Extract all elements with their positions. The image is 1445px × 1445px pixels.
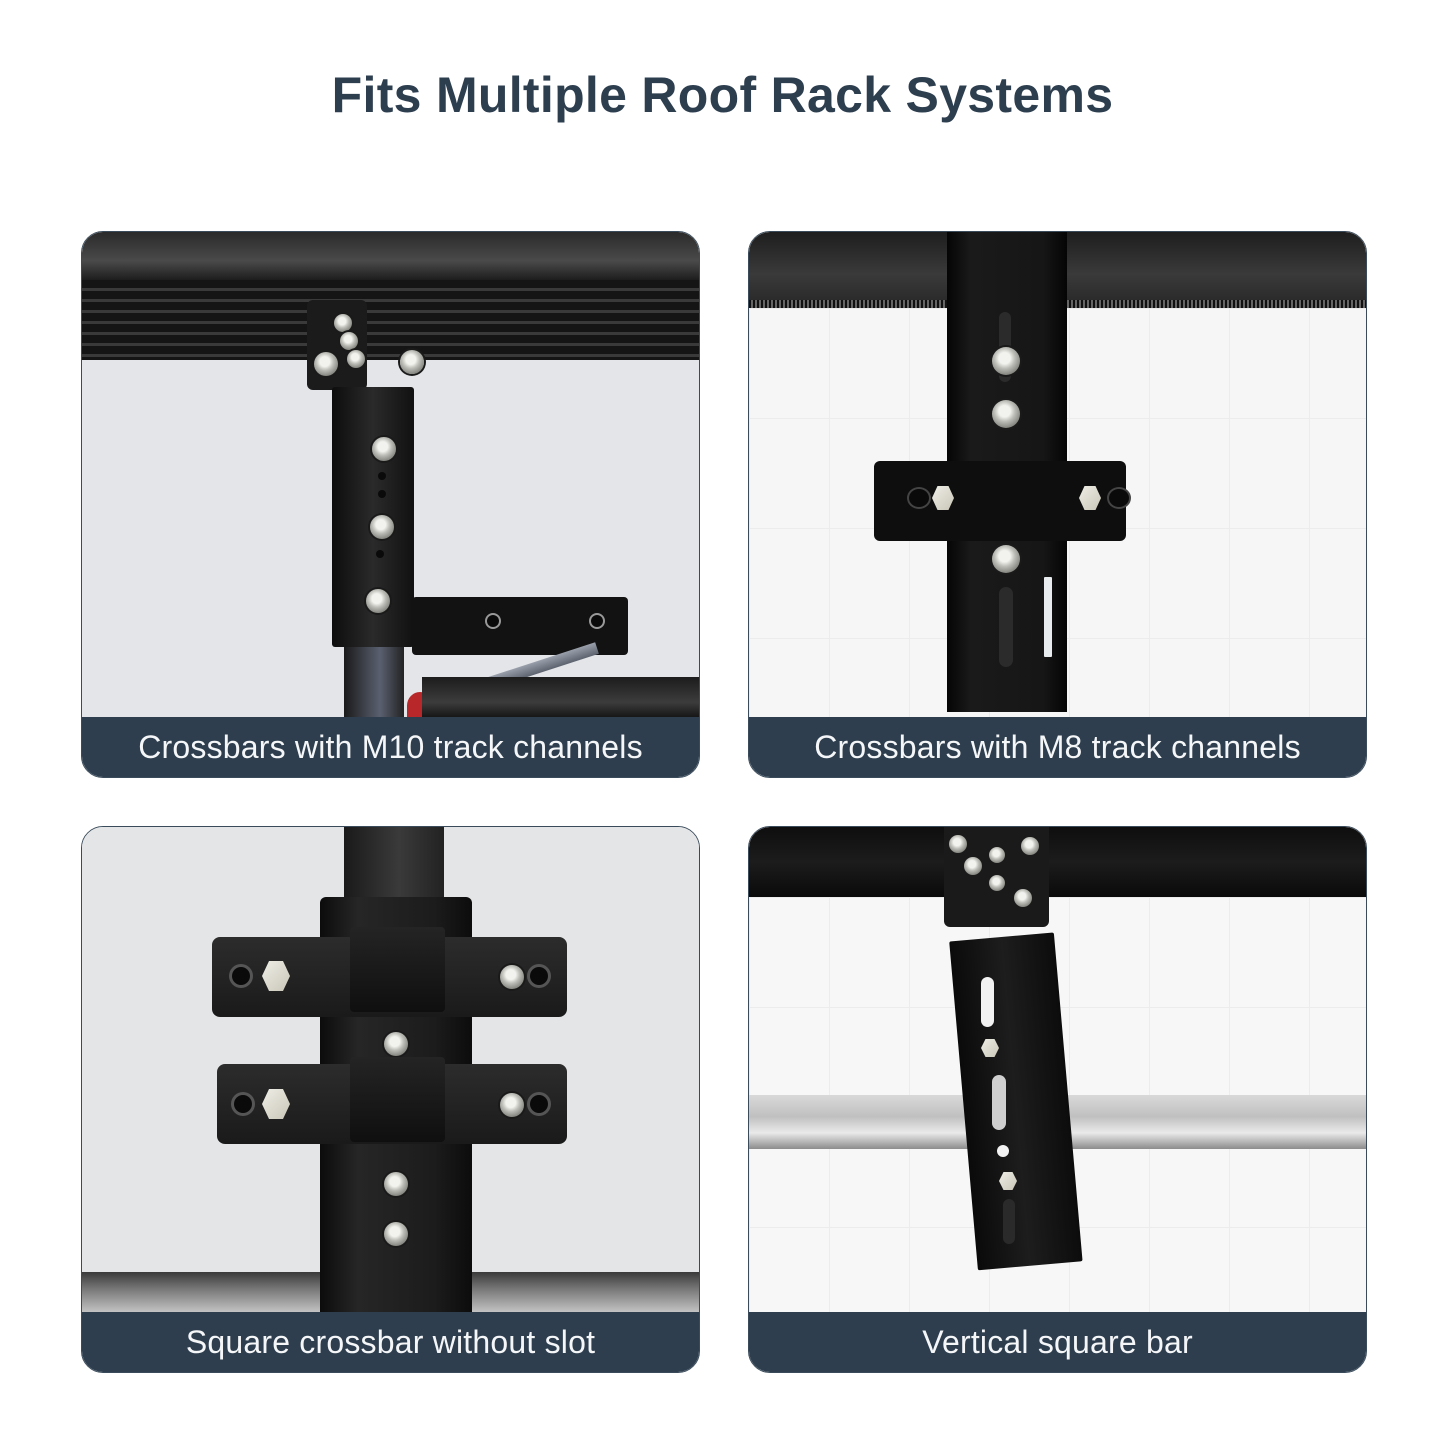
panel-caption: Square crossbar without slot	[82, 1312, 699, 1372]
bracket-on-m8-track-crossbar-photo	[749, 232, 1366, 719]
panel-caption: Crossbars with M8 track channels	[749, 717, 1366, 777]
panel-m8-track: Crossbars with M8 track channels	[748, 231, 1367, 778]
panel-m10-track: Crossbars with M10 track channels	[81, 231, 700, 778]
panel-caption: Crossbars with M10 track channels	[82, 717, 699, 777]
panel-square-crossbar: Square crossbar without slot	[81, 826, 700, 1373]
bracket-on-square-crossbar-photo	[82, 827, 699, 1314]
panel-vertical-square-bar: Vertical square bar	[748, 826, 1367, 1373]
page-title: Fits Multiple Roof Rack Systems	[331, 67, 1114, 123]
bracket-on-m10-track-crossbar-photo	[82, 232, 699, 719]
panel-caption: Vertical square bar	[749, 1312, 1366, 1372]
bracket-on-vertical-square-bar-photo	[749, 827, 1366, 1314]
